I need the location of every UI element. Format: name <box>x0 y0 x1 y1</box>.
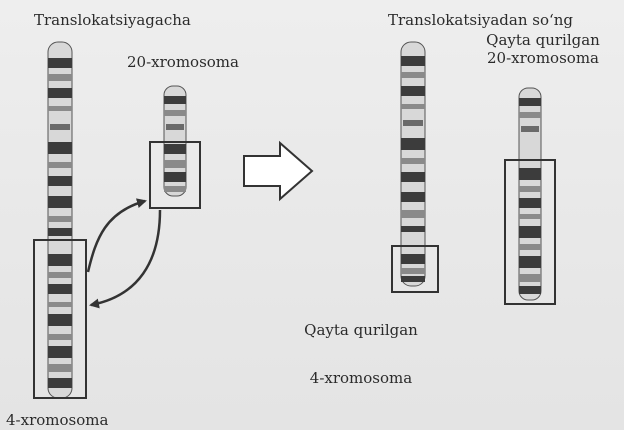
exchange-arrow-up <box>88 201 145 272</box>
rebuilt20-label-line1: Qayta qurilgan <box>468 32 618 48</box>
chromosome-4-original <box>48 42 72 398</box>
exchange-arrow-down <box>91 210 160 305</box>
chr4-label: 4-xromosoma <box>6 412 108 428</box>
rebuilt20-label-line2: 20-xromosoma <box>468 50 618 66</box>
rebuilt4-label-line2: 4-xromosoma <box>286 370 436 386</box>
chromosome-4-rearranged <box>401 42 425 286</box>
before-title: Translokatsiyagacha <box>34 12 191 28</box>
after-title: Translokatsiyadan so‘ng <box>388 12 573 28</box>
direction-arrow <box>244 143 312 199</box>
chromosome-20-rearranged <box>519 88 541 300</box>
rebuilt4-label-line1: Qayta qurilgan <box>286 322 436 338</box>
chr20-label: 20-xromosoma <box>127 54 239 70</box>
